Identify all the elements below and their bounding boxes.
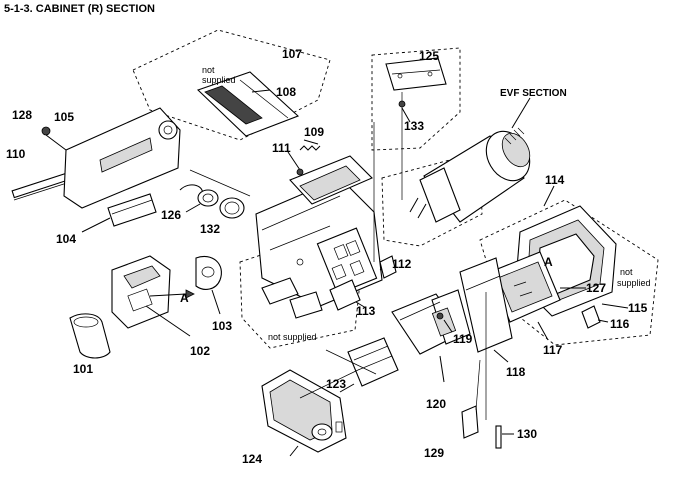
not-supplied-label-3a: not (620, 267, 633, 277)
leader-long-4 (299, 369, 359, 399)
callout-113: 113 (356, 304, 376, 318)
callout-107: 107 (282, 47, 302, 61)
not-supplied-label-1a: not (202, 65, 215, 75)
callout-101: 101 (73, 362, 93, 376)
callout-102: 102 (190, 344, 210, 358)
part-110-rod (11, 172, 71, 201)
part-103-clip (195, 256, 222, 315)
arrow-a-left (149, 289, 195, 299)
callout-133: 133 (404, 119, 424, 133)
part-124-cover (261, 369, 347, 457)
leader-long-5 (189, 169, 251, 197)
callout-127: 127 (586, 281, 606, 295)
callout-117: 117 (543, 343, 563, 357)
leader-long-2 (475, 359, 481, 411)
diagram-title: 5-1-3. CABINET (R) SECTION (4, 3, 155, 15)
callout-108: 108 (276, 85, 296, 99)
part-117-panel (489, 251, 561, 341)
leader-evf (511, 97, 531, 129)
part-116-clip (581, 305, 609, 329)
part-119-screw (436, 312, 453, 333)
part-115-pin (601, 303, 629, 309)
not-supplied-label-3b: supplied (617, 278, 651, 288)
callout-124: 124 (242, 452, 262, 466)
part-113-bracket (329, 279, 367, 311)
part-chassis (255, 155, 395, 307)
arrow-a-right-label: A (544, 255, 553, 269)
part-126-coil (179, 184, 219, 213)
callout-109: 109 (304, 125, 324, 139)
part-111-screw (287, 151, 304, 176)
part-112-cap (379, 255, 397, 279)
part-101-lens-cap (69, 313, 111, 359)
callout-116: 116 (610, 317, 630, 331)
part-109-spring (299, 139, 321, 151)
callout-103: 103 (212, 319, 232, 333)
callout-112: 112 (392, 257, 412, 271)
callout-132: 132 (200, 222, 220, 236)
part-evf-barrel (409, 127, 531, 223)
part-105-board (63, 107, 181, 209)
callout-115: 115 (628, 301, 648, 315)
callout-126: 126 (161, 208, 181, 222)
part-125-bracket (385, 57, 447, 200)
callout-105: 105 (54, 110, 74, 124)
group-outline-107 (132, 29, 331, 141)
callout-130: 130 (517, 427, 537, 441)
not-supplied-label-2: not supplied (268, 332, 317, 342)
callout-104: 104 (56, 232, 76, 246)
arrow-a-left-label: A (180, 291, 189, 305)
part-108-connector (196, 71, 300, 137)
part-130-strip (495, 425, 514, 449)
part-not-supplied-brackets (261, 277, 323, 319)
part-102-front-block (111, 255, 191, 337)
part-128-screw (41, 126, 67, 151)
part-104-flex (81, 193, 157, 233)
callout-118: 118 (506, 365, 526, 379)
part-132-ring (219, 197, 245, 219)
evf-section-label: EVF SECTION (500, 88, 567, 99)
callout-128: 128 (12, 108, 32, 122)
leader-long-6 (325, 349, 377, 375)
not-supplied-label-1b: supplied (202, 75, 236, 85)
part-123-board (339, 337, 399, 393)
callout-110: 110 (6, 147, 26, 161)
callout-120: 120 (426, 397, 446, 411)
callout-114: 114 (545, 173, 565, 187)
callout-129: 129 (424, 446, 444, 460)
callout-119: 119 (453, 332, 473, 346)
group-outline-125 (371, 47, 461, 151)
callout-123: 123 (326, 377, 346, 391)
part-129-block (461, 405, 479, 439)
callout-125: 125 (419, 49, 439, 63)
callout-111: 111 (272, 141, 291, 155)
part-133-screw (398, 100, 411, 123)
